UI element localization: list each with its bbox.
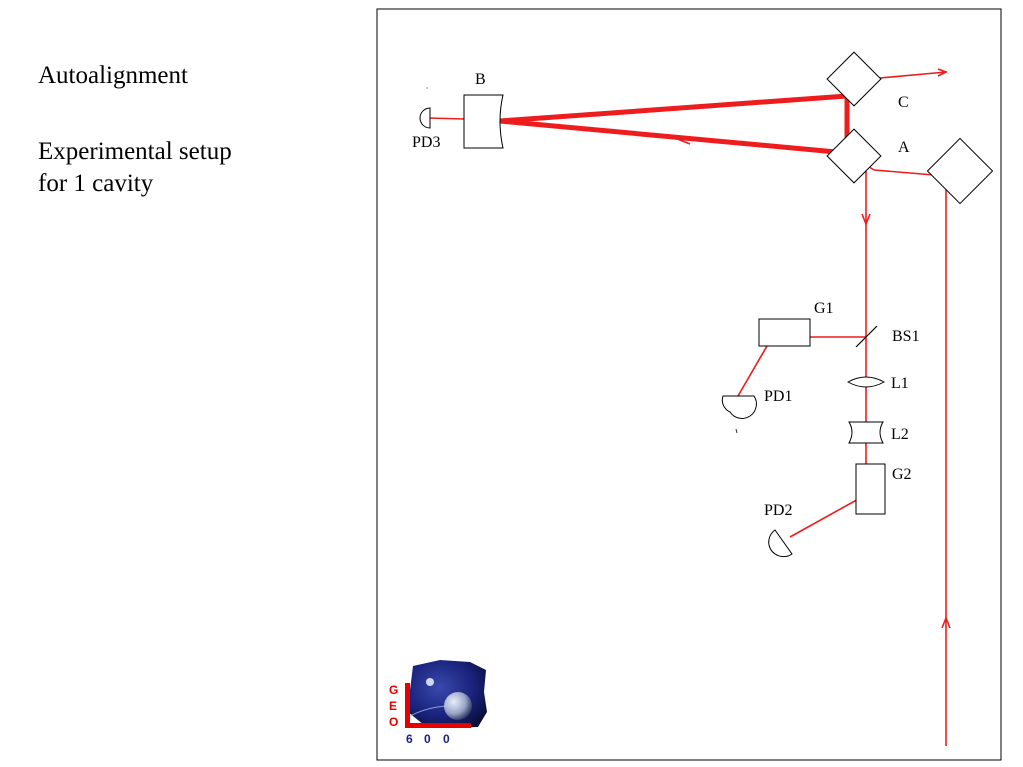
beamsplitter-BS1 <box>855 325 878 348</box>
logo-digit-3: 0 <box>443 732 450 746</box>
label-C: C <box>898 94 909 111</box>
photodiode-PD2 <box>768 529 793 558</box>
component-labels: B C A PD3 G1 BS1 L1 PD1 L2 G2 PD2 <box>412 71 920 519</box>
label-PD2: PD2 <box>764 502 792 519</box>
mirror-C <box>826 51 882 107</box>
mirror-A <box>826 128 882 184</box>
logo-letter-3: O <box>389 715 398 729</box>
label-L2: L2 <box>891 426 909 443</box>
logo-digit-2: 0 <box>424 732 431 746</box>
photodiode-PD1 <box>721 395 757 419</box>
logo-letter-1: G <box>389 683 398 697</box>
logo-letter-2: E <box>389 699 397 713</box>
logo-space-image <box>408 660 487 728</box>
label-L1: L1 <box>891 375 909 392</box>
caption-line-1: Experimental setup <box>38 138 232 165</box>
optics <box>419 51 994 558</box>
label-BS1: BS1 <box>892 328 920 345</box>
quadrant-G2 <box>855 463 886 515</box>
steering-mirror <box>926 137 994 205</box>
quadrant-G1 <box>758 318 811 347</box>
thin-beams <box>427 68 951 746</box>
label-G2: G2 <box>892 466 912 483</box>
lens-L2 <box>848 421 884 444</box>
mirror-B <box>463 94 504 149</box>
geo600-logo: G E O 6 0 0 <box>389 660 487 746</box>
caption-title: Autoalignment <box>38 62 188 89</box>
lens-L1 <box>846 376 886 388</box>
caption-line-2: for 1 cavity <box>38 170 154 197</box>
label-A: A <box>898 139 910 156</box>
label-B: B <box>475 71 486 88</box>
cavity-beams <box>499 93 850 156</box>
photodiode-PD3 <box>419 107 431 129</box>
label-PD3: PD3 <box>412 134 440 151</box>
label-PD1: PD1 <box>764 388 792 405</box>
label-G1: G1 <box>814 300 834 317</box>
diagram-frame <box>376 8 1002 761</box>
logo-digit-1: 6 <box>406 732 413 746</box>
